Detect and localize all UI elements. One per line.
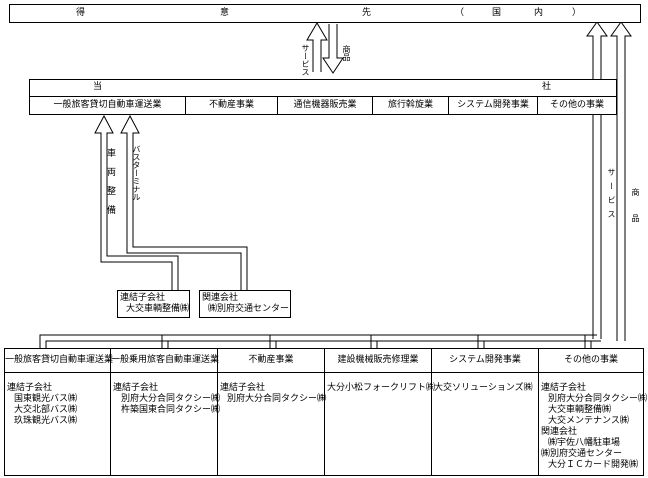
col6-line-6: ㈱宇佐八幡駐車場 [548,438,621,448]
customers-char-4: （ [455,8,465,18]
col2-line-2: 別府大分合同タクシー㈱ [121,394,221,404]
group-header-5: システム開発事業 [449,355,521,365]
col6-line-3: 大交車輌整備㈱ [548,405,612,415]
arrow-terminal [120,114,248,290]
group-header-6: その他の事業 [563,355,618,365]
arrow-service-up [306,22,328,72]
col5-line-1: 大交ソリューションズ㈱ [434,383,533,393]
group-header-1: 一般旅客貸切自動車運送業 [5,355,114,365]
col1-line-2: 国東観光バス㈱ [14,394,78,404]
top-goods-label: 商品 [342,45,351,61]
customers-char-3: 先 [362,8,372,18]
customers-char-7: ） [572,8,582,18]
col6-line-4: 大交メンテナンス㈱ [548,416,629,426]
division-cell-2: 不動産事業 [186,97,278,114]
customers-char-6: 内 [534,8,544,18]
terminal-box-title: 関連会社 [202,293,239,303]
division-cell-3: 通信機器販売業 [278,97,373,114]
col6-line-1: 連結子会社 [541,383,587,393]
group-header-3: 不動産事業 [248,355,294,365]
col4-line-1: 大分小松フォークリフト㈱ [327,383,436,393]
col6-line-8: 大分ＩＣカード開発㈱ [548,460,639,470]
col6-line-5: 関連会社 [541,427,578,437]
vehicle-box-title: 連結子会社 [120,293,166,303]
col1-line-3: 大交北部バス㈱ [14,405,78,415]
arrow-right-service [586,21,608,339]
division-cell-4: 旅行斡旋業 [373,97,449,114]
vehicle-maintenance-label: 車両整備 [105,148,115,224]
bus-terminal-label: バスターミナル [132,145,141,201]
col6-line-2: 別府大分合同タクシー㈱ [548,394,648,404]
col1-line-1: 連結子会社 [7,383,53,393]
division-cell-1: 一般旅客貸切自動車運送業 [30,97,186,114]
division-cell-6: その他の事業 [549,100,604,110]
arrow-vehicle [94,114,179,290]
terminal-box-name: ㈱別府交通センター [208,304,290,314]
vehicle-box-name: 大交車輌整備㈱ [126,304,190,314]
right-service-label: サービス [607,168,616,224]
col1-line-4: 玖珠観光バス㈱ [14,416,78,426]
group-table: 一般旅客貸切自動車運送業 一般乗用旅客自動車運送業 不動産事業 建設機械販売修理… [4,348,648,476]
division-cell-5: システム開発事業 [449,97,538,114]
company-left-char: 当 [93,82,103,92]
right-goods-label: 商品 [631,188,640,240]
col2-line-1: 連結子会社 [113,383,159,393]
arrow-goods-down [322,24,344,74]
group-header-4: 建設機械販売修理業 [337,355,419,365]
customers-char-1: 得 [76,8,86,18]
col3-line-2: 別府大分合同タクシー㈱ [227,394,327,404]
group-header-2: 一般乗用旅客自動車運送業 [111,355,220,365]
company-right-char: 社 [542,82,552,92]
subsidiary-box-vehicle: 連結子会社 大交車輌整備㈱ [117,290,190,318]
col6-line-7: ㈱別府交通センター [541,449,623,459]
customers-box: 得 意 先 （ 国 内 ） [9,4,641,23]
connector-bottom [39,334,601,348]
top-service-label: サービス [301,44,310,76]
col2-line-3: 杵築国東合同タクシー㈱ [121,405,221,415]
company-divisions-row: 一般旅客貸切自動車運送業 不動産事業 通信機器販売業 旅行斡旋業 システム開発事… [30,97,616,114]
company-box: 当 社 一般旅客貸切自動車運送業 不動産事業 通信機器販売業 旅行斡旋業 システ… [29,79,617,115]
customers-char-2: 意 [220,8,230,18]
affiliate-box-terminal: 関連会社 ㈱別府交通センター [199,290,291,318]
col3-line-1: 連結子会社 [220,383,266,393]
customers-char-5: 国 [492,8,502,18]
